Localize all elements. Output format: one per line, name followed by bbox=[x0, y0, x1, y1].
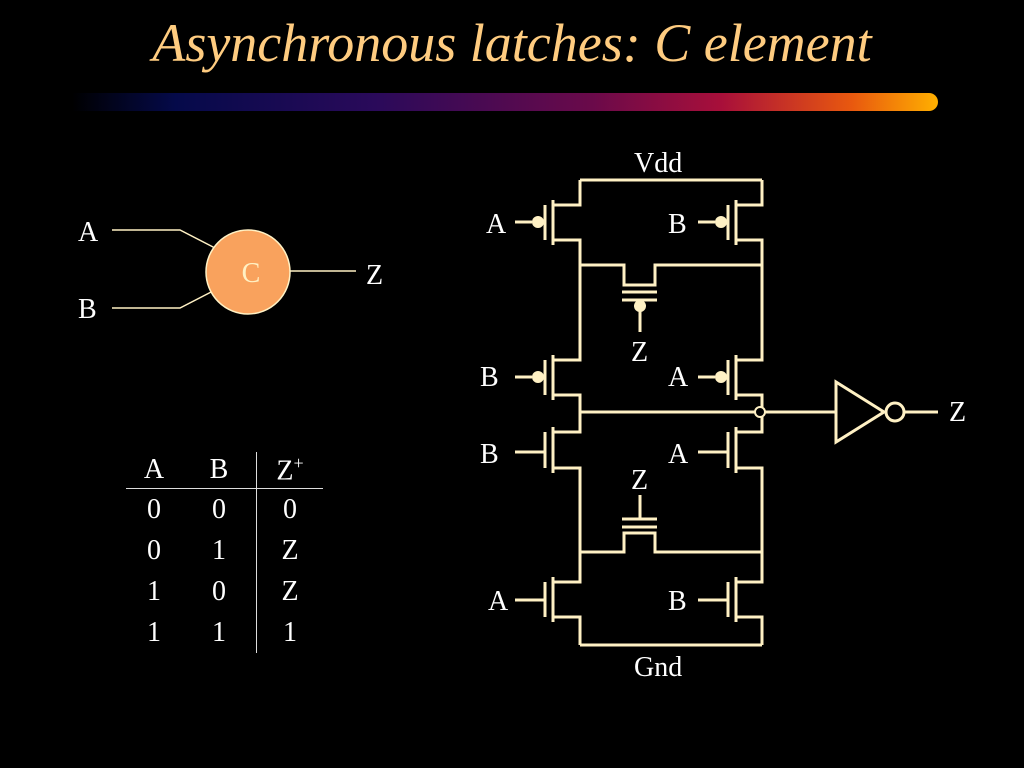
truth-table-header: A B Z+ bbox=[126, 452, 323, 489]
input-b-wire bbox=[112, 289, 216, 309]
cell-z: Z bbox=[256, 530, 323, 571]
cell-b: 1 bbox=[212, 616, 226, 648]
c-element-symbol: C A B Z bbox=[78, 217, 383, 325]
table-row: 1 1 1 bbox=[126, 612, 323, 653]
title-gradient-bar bbox=[72, 93, 938, 111]
table-row: 1 0 Z bbox=[126, 571, 323, 612]
header-z: Z bbox=[276, 455, 294, 487]
c-gate-label: C bbox=[242, 258, 261, 289]
table-row: 0 0 0 bbox=[126, 488, 323, 530]
pmos-feedback-gate: Z bbox=[631, 337, 648, 368]
header-z-plus: + bbox=[293, 452, 304, 473]
nmos-b-bottom-gate: B bbox=[668, 586, 687, 617]
nmos-b-mid-gate: B bbox=[480, 439, 499, 470]
pmos-a-top-gate: A bbox=[486, 209, 507, 240]
output-junction-dot bbox=[754, 406, 766, 418]
cell-z: Z bbox=[256, 571, 323, 612]
symbol-input-a: A bbox=[78, 217, 99, 248]
nmos-feedback-gate: Z bbox=[631, 465, 648, 496]
inverter-triangle bbox=[834, 379, 887, 445]
circuit-output-z: Z bbox=[949, 397, 966, 428]
header-b: B bbox=[182, 452, 257, 489]
pmos-feedback: Z bbox=[622, 290, 657, 368]
p-crossbar-wire bbox=[580, 263, 762, 287]
cell-b: 0 bbox=[212, 575, 226, 607]
table-row: 0 1 Z bbox=[126, 530, 323, 571]
cell-z: 1 bbox=[256, 612, 323, 653]
symbol-output-z: Z bbox=[366, 260, 383, 291]
vdd-label: Vdd bbox=[634, 148, 682, 179]
truth-table: A B Z+ 0 0 0 0 1 Z 1 0 Z 1 1 1 bbox=[126, 452, 323, 653]
nmos-b-bottom: B bbox=[668, 577, 738, 622]
nmos-a-mid-gate: A bbox=[668, 439, 689, 470]
c-gate-circle bbox=[205, 229, 291, 315]
gnd-label: Gnd bbox=[634, 652, 682, 683]
cell-z: 0 bbox=[256, 488, 323, 530]
pmos-a-top: A bbox=[486, 200, 555, 245]
pmos-b-top-gate: B bbox=[668, 209, 687, 240]
nmos-a-mid: A bbox=[668, 427, 738, 473]
cell-a: 0 bbox=[147, 493, 161, 525]
nmos-b-mid: B bbox=[480, 427, 555, 473]
pmos-b-mid: B bbox=[480, 355, 555, 400]
nmos-a-bottom: A bbox=[488, 577, 555, 622]
input-a-wire bbox=[112, 229, 216, 249]
output-inverter: Z bbox=[834, 379, 966, 445]
cell-a: 0 bbox=[147, 534, 161, 566]
pmos-b-top: B bbox=[668, 200, 738, 245]
header-a: A bbox=[126, 452, 182, 489]
transistor-schematic: Vdd Gnd A B bbox=[480, 148, 966, 683]
cell-a: 1 bbox=[147, 575, 161, 607]
pmos-a-mid-gate: A bbox=[668, 362, 689, 393]
cell-b: 1 bbox=[212, 534, 226, 566]
pmos-a-mid: A bbox=[668, 355, 738, 400]
nmos-a-bottom-gate: A bbox=[488, 586, 509, 617]
nmos-feedback: Z bbox=[622, 465, 657, 529]
slide-title: Asynchronous latches: C element bbox=[152, 13, 872, 73]
cell-a: 1 bbox=[147, 616, 161, 648]
inverter-bubble bbox=[884, 401, 906, 423]
n-crossbar-wire bbox=[580, 531, 762, 554]
left-column-wire bbox=[553, 180, 582, 645]
pmos-b-mid-gate: B bbox=[480, 362, 499, 393]
cell-b: 0 bbox=[212, 493, 226, 525]
header-z-next: Z+ bbox=[256, 452, 323, 489]
symbol-input-b: B bbox=[78, 294, 97, 325]
